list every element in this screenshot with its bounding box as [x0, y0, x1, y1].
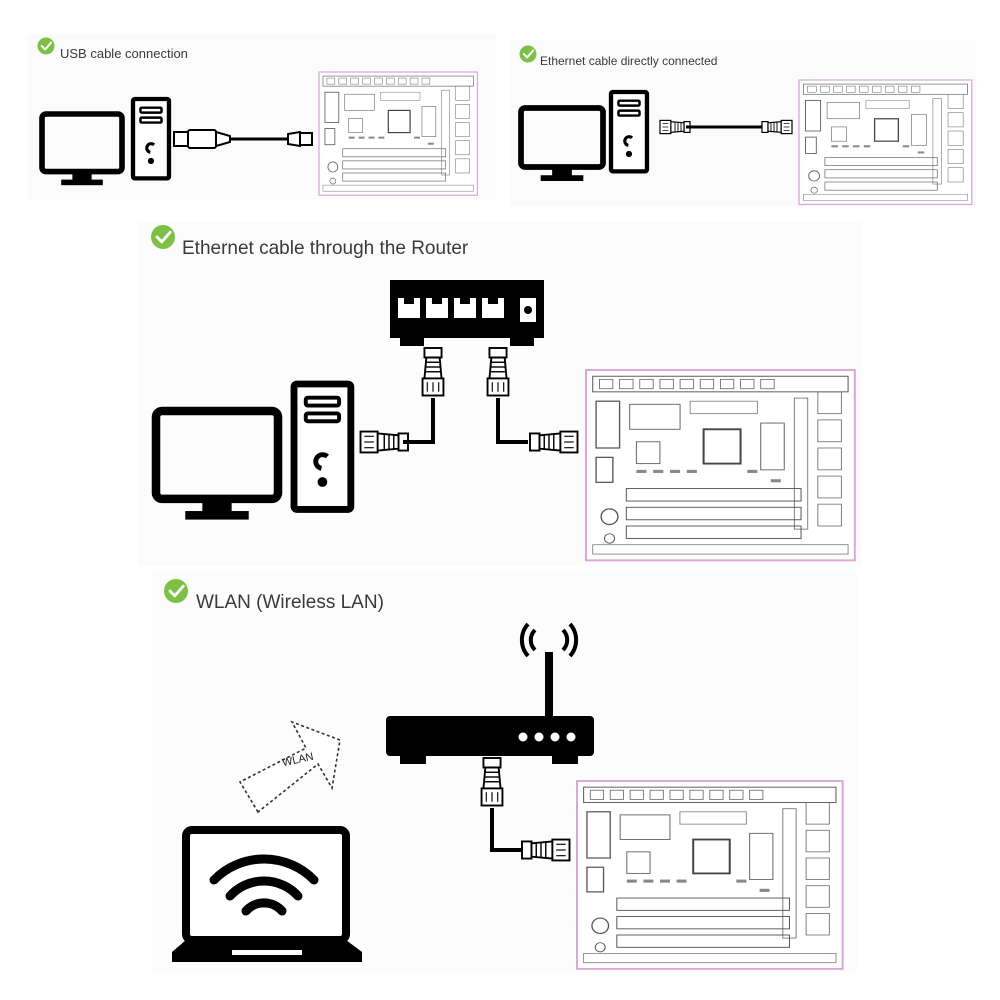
pc-tower-icon [294, 384, 351, 509]
wireless-router [386, 622, 594, 764]
monitor-icon [156, 411, 278, 520]
ethernet-cable-pc [359, 347, 445, 454]
wlan-arrow [238, 720, 341, 814]
panel-title-ethernet-direct: Ethernet cable directly connected [540, 54, 718, 68]
check-icon [518, 44, 538, 64]
ethernet-cable [659, 119, 793, 135]
check-icon [36, 36, 56, 56]
check-icon [162, 577, 190, 605]
ethernet-cable-board [486, 347, 579, 454]
panel-title-usb: USB cable connection [60, 46, 188, 61]
controller-board [576, 780, 844, 970]
pc-tower-icon [133, 99, 169, 178]
controller-board [318, 71, 479, 196]
ethernet-cable-router-board [480, 757, 571, 862]
usb-cable [173, 129, 313, 149]
controller-board [798, 79, 973, 206]
controller-board [584, 368, 856, 562]
check-icon [149, 223, 177, 251]
panel-title-wlan: WLAN (Wireless LAN) [196, 592, 384, 613]
pc-tower-icon [611, 92, 647, 171]
network-switch [390, 280, 544, 346]
monitor-icon [42, 114, 122, 185]
monitor-icon [521, 108, 603, 181]
panel-title-ethernet-router: Ethernet cable through the Router [182, 238, 469, 259]
laptop-icon [172, 826, 362, 962]
